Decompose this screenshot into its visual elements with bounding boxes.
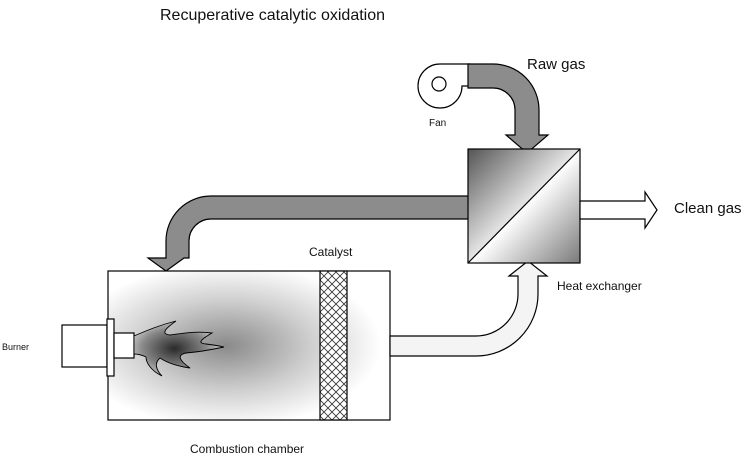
burner-label: Burner bbox=[2, 342, 29, 352]
fan bbox=[417, 63, 471, 109]
raw-gas-label: Raw gas bbox=[527, 56, 585, 73]
burner-nozzle bbox=[113, 332, 135, 359]
catalyst-label: Catalyst bbox=[309, 245, 353, 259]
fan-hub-icon bbox=[431, 76, 447, 92]
catalyst-bed bbox=[319, 270, 348, 421]
combustion-chamber-label: Combustion chamber bbox=[190, 442, 304, 456]
diagram-title: Recuperative catalytic oxidation bbox=[160, 7, 385, 24]
burner bbox=[61, 318, 135, 377]
heat-exchanger-divider bbox=[467, 148, 581, 264]
raw-gas-duct bbox=[467, 63, 550, 154]
preheated-gas-duct bbox=[146, 195, 470, 272]
clean-gas-label: Clean gas bbox=[674, 200, 742, 217]
heat-exchanger-label: Heat exchanger bbox=[557, 279, 642, 293]
burner-body bbox=[61, 324, 108, 368]
flue-gas-duct bbox=[389, 260, 549, 357]
fan-label: Fan bbox=[429, 118, 446, 129]
flame-icon bbox=[133, 320, 225, 377]
burner-flange bbox=[106, 318, 115, 377]
clean-gas-arrow bbox=[579, 190, 658, 230]
